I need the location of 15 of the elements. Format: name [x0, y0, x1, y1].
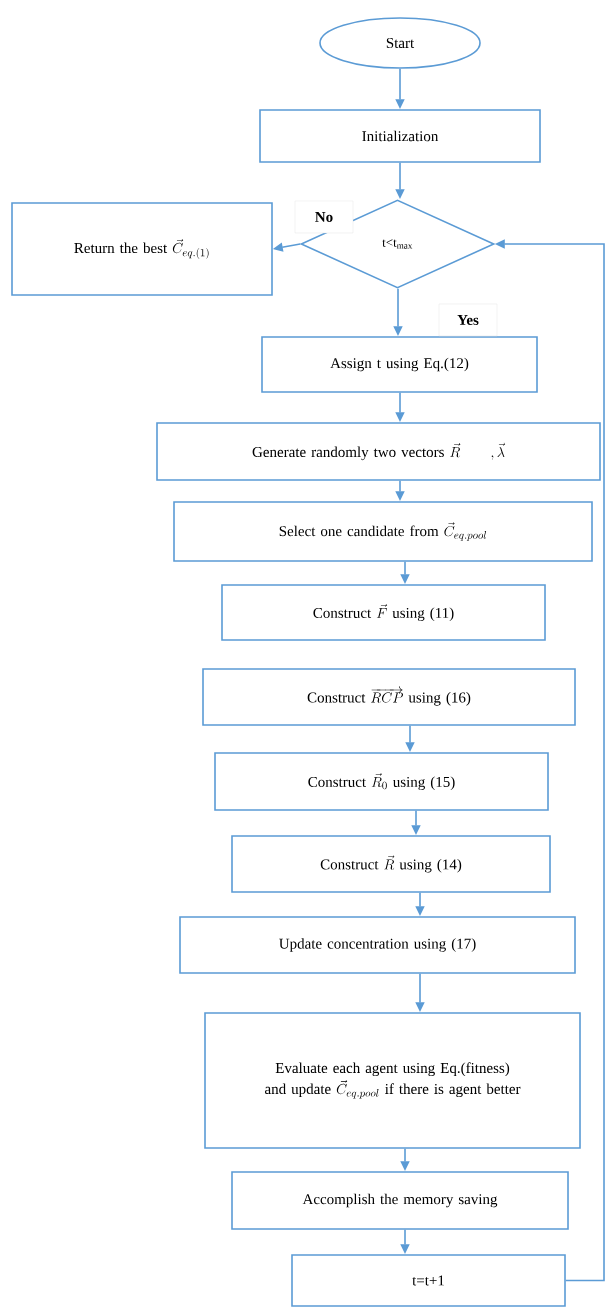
edge-label: No: [294, 200, 354, 234]
process-box: Update concentration using (17): [179, 916, 576, 974]
process-box: Select one candidate from $\vec{C}_{eq.pool}$: [173, 501, 593, 562]
process-box: Construct $\vec{R}$ using (14): [231, 835, 551, 893]
edge-label: Yes: [438, 303, 498, 337]
process-box: Initialization: [259, 109, 541, 163]
process-box: Generate randomly two vectors $\vec{R}\;\;,\vec{\lambda}$: [156, 422, 601, 481]
process-box: Construct $\vec{R}_{0}$ using (15): [214, 752, 549, 811]
process-box: Accomplish the memory saving: [231, 1171, 569, 1230]
process-box: Construct $\overrightarrow{RCP}$ using (16): [202, 668, 576, 726]
process-box: t=t+1: [291, 1254, 566, 1307]
process-box: Return the best $\vec{C}_{eq.(1)}$: [11, 202, 273, 296]
process-box: Evaluate each agent using Eq.(fitness) and update $\vec{C}_{eq.pool}$ if there is agent better: [204, 1012, 581, 1149]
process-box: Construct $\vec{F}$ using (11): [221, 584, 546, 641]
terminal-oval: Start: [319, 17, 481, 69]
